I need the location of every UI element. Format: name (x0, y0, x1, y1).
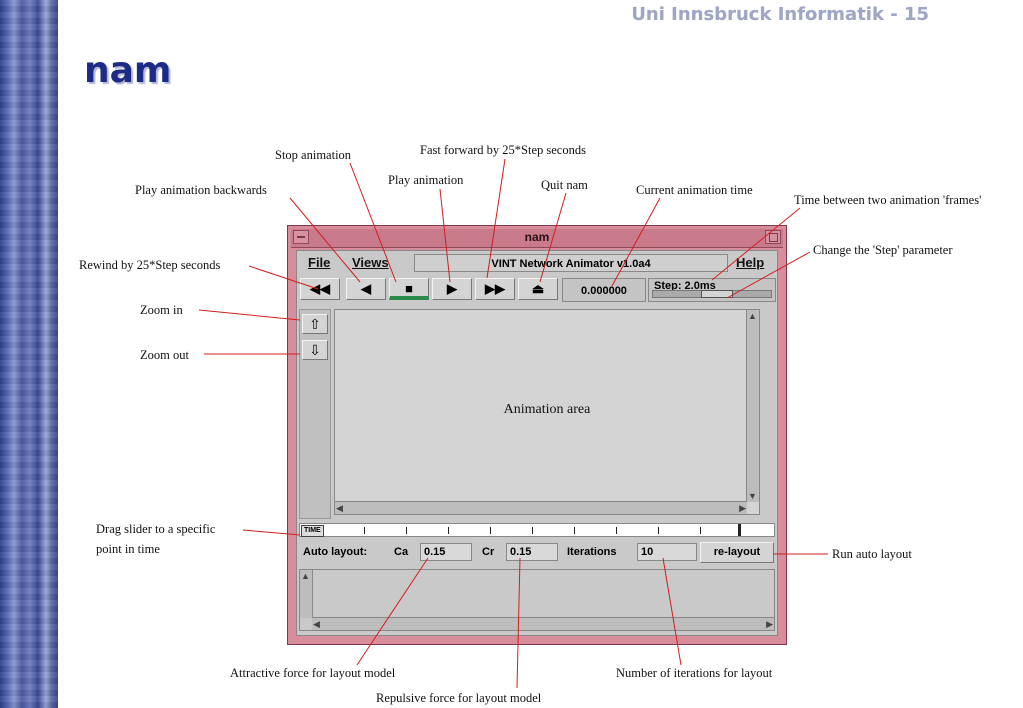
output-scroll-up-icon[interactable]: ▲ (301, 571, 310, 581)
ca-label: Ca (394, 546, 409, 558)
annotation-frames: Time between two animation 'frames' (794, 193, 982, 207)
annotation-step: Change the 'Step' parameter (813, 243, 953, 257)
time-tick (658, 527, 659, 534)
output-scroll-left-icon[interactable]: ◀ (313, 619, 320, 629)
annotation-iterations: Number of iterations for layout (616, 666, 773, 680)
playback-toolbar: ◀◀ ◀ ■ ▶ ▶▶ ⏏ 0.000000 Step: 2.0ms (297, 277, 777, 305)
maximize-icon[interactable] (765, 230, 781, 244)
fast-forward-button[interactable]: ▶▶ (475, 278, 515, 300)
annotation-zoom-in: Zoom in (140, 303, 183, 317)
play-backward-button[interactable]: ◀ (346, 278, 386, 300)
stop-button[interactable]: ■ (389, 278, 429, 300)
horizontal-scrollbar[interactable]: ◀ ▶ (335, 501, 747, 514)
vertical-scrollbar[interactable]: ▲ ▼ (746, 310, 759, 502)
zoom-panel: ⇧ ⇩ (299, 309, 331, 519)
time-tick (574, 527, 575, 534)
annotation-rewind: Rewind by 25*Step seconds (79, 258, 221, 272)
time-tick (616, 527, 617, 534)
step-slider[interactable] (652, 290, 772, 298)
animation-area-label: Animation area (503, 402, 591, 417)
animation-area[interactable]: Animation area ▲ ▼ ◀ ▶ (334, 309, 760, 515)
zoom-out-button[interactable]: ⇩ (302, 340, 328, 360)
iterations-label: Iterations (567, 546, 617, 558)
time-tick (532, 527, 533, 534)
output-horizontal-scrollbar[interactable]: ◀ ▶ (312, 617, 774, 630)
file-menu[interactable]: File (308, 255, 331, 270)
annotation-repulsive: Repulsive force for layout model (376, 691, 542, 705)
annotation-attractive: Attractive force for layout model (230, 666, 396, 680)
play-button[interactable]: ▶ (432, 278, 472, 300)
iterations-input[interactable]: 10 (637, 543, 697, 561)
current-time-display: 0.000000 (562, 278, 646, 302)
output-scroll-right-icon[interactable]: ▶ (766, 619, 773, 629)
step-label: Step: 2.0ms (654, 280, 716, 292)
relayout-button[interactable]: re-layout (700, 542, 774, 563)
output-pane[interactable]: ▲ ◀ ▶ (299, 569, 775, 631)
annotation-drag-line1: Drag slider to a specific (96, 522, 216, 536)
step-slider-thumb[interactable] (701, 290, 733, 298)
scroll-up-icon[interactable]: ▲ (748, 311, 757, 321)
time-slider-label: TIME (301, 525, 324, 537)
annotation-fast-forward: Fast forward by 25*Step seconds (420, 143, 586, 157)
window-titlebar[interactable]: nam (291, 229, 783, 248)
time-tick (364, 527, 365, 534)
slide-title: nam (84, 50, 172, 91)
annotation-zoom-out: Zoom out (140, 348, 189, 362)
rewind-button[interactable]: ◀◀ (300, 278, 340, 300)
ca-input[interactable]: 0.15 (420, 543, 472, 561)
zoom-in-button[interactable]: ⇧ (302, 314, 328, 334)
app-name-label: VINT Network Animator v1.0a4 (414, 254, 728, 272)
step-control: Step: 2.0ms (648, 278, 776, 302)
annotation-current-time: Current animation time (636, 183, 753, 197)
callout-zoom-in (198, 309, 301, 321)
help-menu[interactable]: Help (736, 255, 765, 270)
annotation-play: Play animation (388, 173, 464, 187)
scroll-right-icon[interactable]: ▶ (739, 503, 746, 513)
slide-side-stripe (0, 0, 58, 708)
zoom-out-icon: ⇩ (309, 342, 321, 358)
time-tick (490, 527, 491, 534)
annotation-quit: Quit nam (541, 178, 588, 192)
time-tick (700, 527, 701, 534)
time-tick (406, 527, 407, 534)
window-content: File Views VINT Network Animator v1.0a4 … (296, 250, 778, 636)
time-slider-thumb[interactable] (738, 524, 741, 536)
auto-layout-label: Auto layout: (303, 546, 368, 558)
annotation-drag-line2: point in time (96, 542, 160, 556)
scroll-down-icon[interactable]: ▼ (748, 491, 757, 501)
menu-bar: File Views VINT Network Animator v1.0a4 … (297, 251, 777, 275)
annotation-stop: Stop animation (275, 148, 352, 162)
output-vertical-scrollbar[interactable]: ▲ (300, 570, 313, 618)
scroll-left-icon[interactable]: ◀ (336, 503, 343, 513)
time-slider[interactable]: TIME (299, 523, 775, 537)
annotation-run-layout: Run auto layout (832, 547, 912, 561)
cr-label: Cr (482, 546, 495, 558)
zoom-in-icon: ⇧ (309, 316, 321, 332)
auto-layout-row: Auto layout: Ca 0.15 Cr 0.15 Iterations … (297, 541, 777, 565)
window-title: nam (524, 230, 550, 244)
cr-input[interactable]: 0.15 (506, 543, 558, 561)
quit-button[interactable]: ⏏ (518, 278, 558, 300)
time-tick (448, 527, 449, 534)
annotation-backwards: Play animation backwards (135, 183, 267, 197)
nam-window: nam File Views VINT Network Animator v1.… (287, 225, 787, 645)
views-menu[interactable]: Views (352, 255, 389, 270)
slide-header: Uni Innsbruck Informatik - 15 (631, 4, 929, 25)
